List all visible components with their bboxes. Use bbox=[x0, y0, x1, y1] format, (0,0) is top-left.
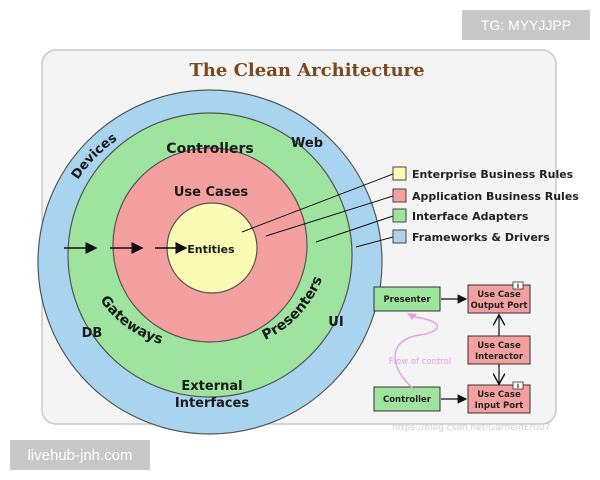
legend-leader-enterprise bbox=[241, 173, 394, 233]
entities-label: Entities bbox=[187, 243, 235, 256]
input-port-interface-label: I bbox=[517, 383, 519, 390]
input-port-label-line2: Input Port bbox=[475, 401, 524, 411]
legend-swatch-adapters bbox=[392, 208, 407, 223]
input-port-box bbox=[467, 384, 531, 414]
legend-label-application: Application Business Rules bbox=[412, 190, 579, 203]
legend-leader-adapters bbox=[315, 215, 394, 243]
external-label-line1: External bbox=[181, 379, 242, 394]
use-cases-label: Use Cases bbox=[174, 185, 249, 200]
controller-box bbox=[373, 386, 441, 412]
db-label: DB bbox=[82, 326, 103, 341]
controller-label: Controller bbox=[383, 395, 432, 405]
output-port-interface-label: I bbox=[517, 283, 519, 290]
flow-of-control-diagram: Presenter Use Case Output Port I Use Cas… bbox=[373, 281, 531, 414]
web-label: Web bbox=[291, 136, 323, 151]
legend-leader-application bbox=[265, 195, 394, 237]
legend-swatch-application bbox=[392, 188, 407, 203]
legend-swatch-frameworks bbox=[392, 229, 407, 244]
flow-of-control-label: Flow of control bbox=[389, 357, 451, 367]
presenter-box bbox=[373, 286, 441, 312]
interactor-label-line2: Interactor bbox=[475, 352, 524, 362]
controllers-label: Controllers bbox=[166, 141, 253, 157]
ui-label: UI bbox=[328, 315, 343, 330]
site-badge: livehub-jnh.com bbox=[10, 440, 150, 470]
output-port-box bbox=[467, 284, 531, 314]
presenter-label: Presenter bbox=[383, 295, 431, 305]
legend-label-enterprise: Enterprise Business Rules bbox=[412, 168, 574, 181]
input-port-label-line1: Use Case bbox=[477, 390, 521, 400]
csdn-watermark: https://blog.csdn.net/GarfieldEr007 bbox=[392, 423, 550, 433]
flow-of-control-arrowhead bbox=[407, 313, 417, 320]
output-port-interface-marker bbox=[512, 281, 524, 290]
input-port-interface-marker bbox=[512, 381, 524, 390]
tg-badge: TG: MYYJJPP bbox=[462, 10, 590, 40]
legend-swatch-enterprise bbox=[392, 166, 407, 181]
external-label-line2: Interfaces bbox=[175, 396, 249, 411]
output-port-label-line1: Use Case bbox=[477, 290, 521, 300]
legend-label-frameworks: Frameworks & Drivers bbox=[412, 231, 550, 244]
diagram-title: The Clean Architecture bbox=[189, 60, 424, 81]
interactor-label-line1: Use Case bbox=[477, 341, 521, 351]
legend-label-adapters: Interface Adapters bbox=[412, 210, 529, 223]
legend-leader-frameworks bbox=[355, 236, 394, 248]
legend: Enterprise Business Rules Application Bu… bbox=[392, 166, 579, 244]
flow-of-control-curve bbox=[394, 315, 438, 391]
output-port-label-line2: Output Port bbox=[471, 301, 528, 311]
